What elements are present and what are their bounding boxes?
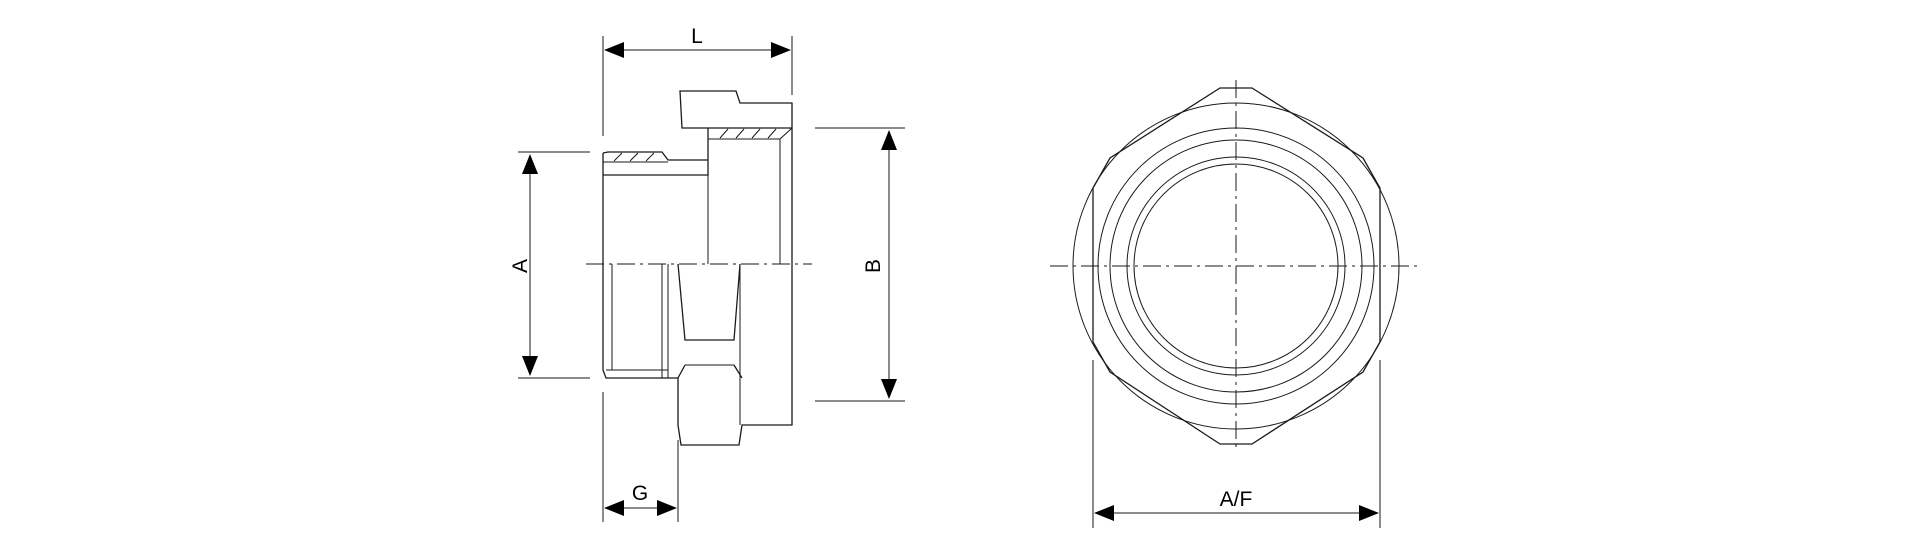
- dim-l-label: L: [691, 25, 703, 48]
- dim-b-label: B: [862, 259, 885, 273]
- dim-g-arrow-left: [604, 500, 624, 516]
- side-view-outline: [602, 90, 793, 446]
- dim-g-arrow-right: [657, 500, 677, 516]
- side-view: [586, 90, 812, 446]
- female-thread-hatching: [719, 128, 777, 139]
- dimension-a: A: [509, 151, 590, 379]
- dim-a-arrow-bottom: [522, 356, 538, 376]
- dimension-af: A/F: [1092, 360, 1381, 528]
- dim-g-label: G: [632, 482, 648, 505]
- male-thread-hatching: [613, 152, 655, 162]
- dim-a-label: A: [509, 259, 532, 273]
- female-thread-chamfer: [779, 127, 793, 140]
- dim-af-arrow-left: [1094, 505, 1114, 521]
- front-view: [1050, 80, 1418, 452]
- hex-face-lower: [677, 364, 743, 379]
- dimension-l: L: [602, 25, 793, 136]
- dim-a-arrow-top: [522, 154, 538, 174]
- dim-l-arrow-right: [771, 42, 791, 58]
- male-thread-top: [602, 151, 708, 161]
- dim-b-arrow-bottom: [881, 379, 897, 399]
- dim-b-arrow-top: [881, 130, 897, 150]
- dimension-g: G: [602, 392, 679, 522]
- dim-af-label: A/F: [1220, 488, 1253, 511]
- hex-face-upper: [677, 263, 741, 341]
- dimension-b: B: [815, 127, 905, 402]
- dim-af-arrow-right: [1359, 505, 1379, 521]
- dim-l-arrow-left: [604, 42, 624, 58]
